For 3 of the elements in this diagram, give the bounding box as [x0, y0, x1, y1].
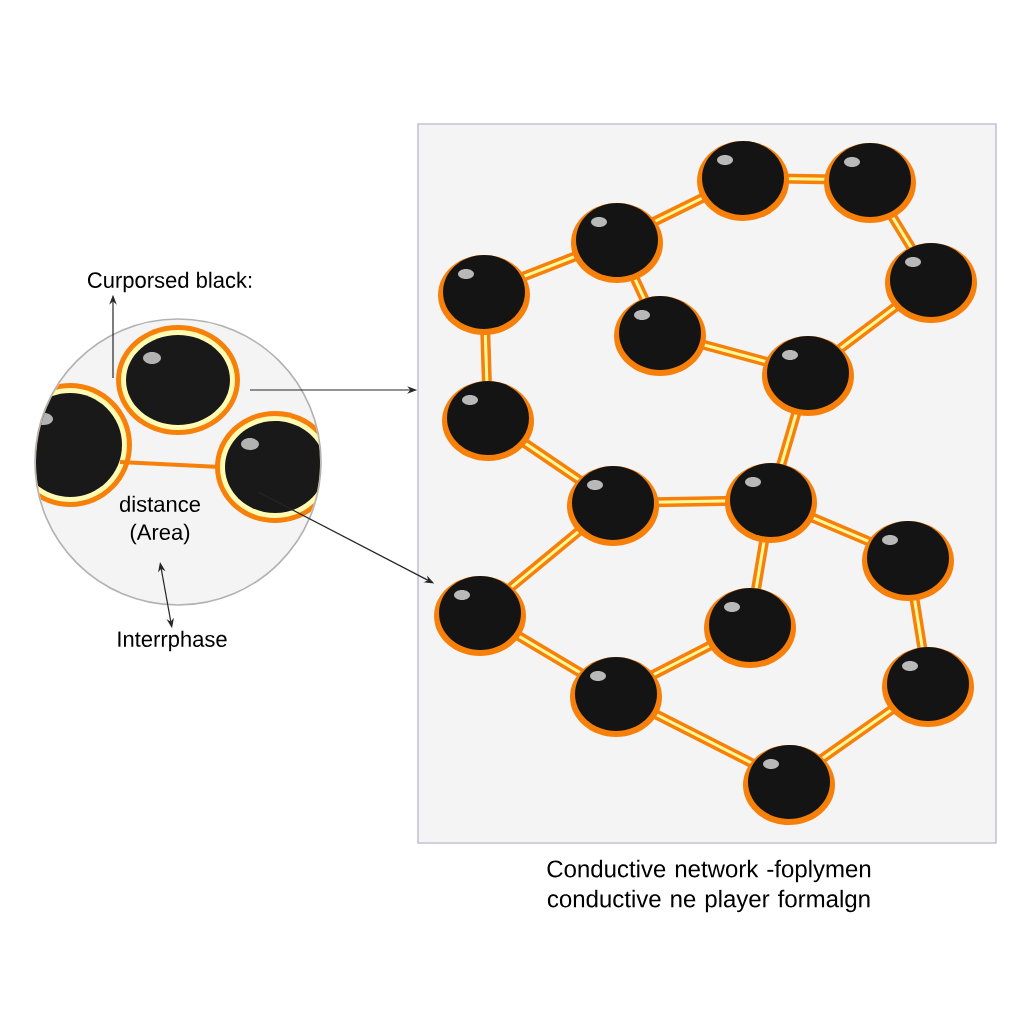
label: Curporsed black: [88, 271, 252, 293]
label: Interrphase [118, 630, 227, 652]
caption: Conductive network -foplymen conductive ne player formalgn [547, 859, 871, 913]
